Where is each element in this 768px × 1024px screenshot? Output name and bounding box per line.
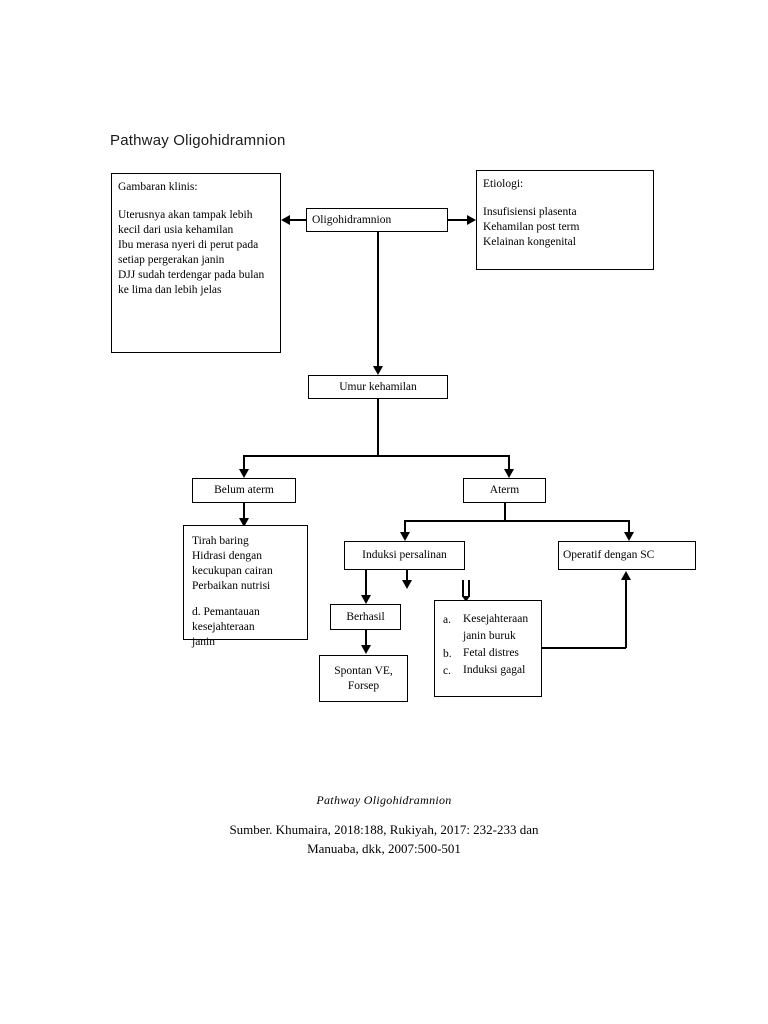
spacer: [192, 594, 303, 605]
connector-failure-to-operative-vertical: [625, 580, 627, 648]
etiology-box: Etiologi: Insufisiensi plasenta Kehamila…: [476, 170, 654, 270]
node-gestational-age: Umur kehamilan: [308, 375, 448, 399]
connector-branch-bar-age: [243, 455, 509, 457]
arrow-failure-to-operative: [621, 571, 631, 580]
failure-criteria-item-text-c: Induksi gagal: [463, 664, 526, 676]
failure-criteria-item-letter-a: a.: [443, 614, 451, 626]
root-node-oligohidramnion: Oligohidramnion: [306, 208, 448, 232]
arrow-root-to-clinical: [281, 215, 290, 225]
failure-criteria-box: a. Kesejahteraan x janin buruk b. Fetal …: [434, 600, 542, 697]
failure-criteria-item-continuation: x janin buruk: [443, 628, 537, 645]
failure-criteria-item: a. Kesejahteraan: [443, 611, 537, 628]
preterm-management-box: Tirah baring Hidrasi dengan kecukupan ca…: [183, 525, 308, 648]
preterm-management-line-2: Hidrasi dengan: [192, 550, 262, 562]
caption-source-line-1: Sumber. Khumaira, 2018:188, Rukiyah, 201…: [229, 822, 539, 837]
arrow-to-operative: [624, 532, 634, 541]
clinical-findings-box: Gambaran klinis: Uterusnya akan tampak l…: [111, 173, 281, 353]
failure-criteria-item: b. Fetal distres: [443, 645, 537, 662]
etiology-line-3: Kelainan kongenital: [483, 236, 576, 248]
preterm-management-line-3: kecukupan cairan: [192, 565, 273, 577]
node-operative: Operatif dengan SC: [558, 541, 696, 570]
preterm-management-line-1: Tirah baring: [192, 535, 249, 547]
clinical-findings-line-1: Uterusnya akan tampak lebih: [118, 209, 253, 221]
arrow-preterm-to-management: [239, 518, 249, 527]
connector-root-to-clinical: [290, 219, 306, 221]
preterm-management-item-text-1: Pemantauan: [203, 606, 260, 618]
node-term-label: Aterm: [489, 484, 520, 496]
arrow-to-preterm: [239, 469, 249, 478]
stub-connector-to-failure-list: [462, 580, 470, 597]
caption-title: Pathway Oligohidramnion: [316, 793, 452, 807]
clinical-findings-line-4: setiap pergerakan janin: [118, 254, 225, 266]
node-preterm-label: Belum aterm: [214, 484, 274, 496]
connector-preterm-to-management: [243, 503, 245, 520]
spacer: [118, 195, 275, 208]
connector-induction-to-success: [365, 570, 367, 595]
connector-branch-right-term: [628, 520, 630, 534]
arrow-to-induction: [400, 532, 410, 541]
node-term: Aterm: [463, 478, 546, 503]
preterm-management-item-line-3: janin: [192, 636, 215, 648]
preterm-management-item-label: d.: [192, 606, 201, 618]
connector-failure-to-operative-horizontal: [542, 647, 626, 649]
failure-criteria-item: c. Induksi gagal: [443, 662, 537, 679]
arrow-stub-to-failure-list: [462, 596, 470, 602]
etiology-line-1: Insufisiensi plasenta: [483, 206, 577, 218]
failure-criteria-item-letter-c: c.: [443, 665, 451, 677]
spacer: [483, 192, 648, 205]
connector-branch-bar-term: [404, 520, 629, 522]
connector-branch-left-age: [243, 455, 245, 471]
preterm-management-line-4: Perbaikan nutrisi: [192, 580, 271, 592]
arrow-root-to-etiology: [467, 215, 476, 225]
connector-gestational-age-down: [377, 399, 379, 456]
arrow-induction-to-failure: [402, 580, 412, 589]
node-success: Berhasil: [330, 604, 401, 630]
preterm-management-item-line-2: kesejahteraan: [192, 621, 255, 633]
etiology-heading: Etiologi:: [483, 178, 524, 190]
arrow-success-to-spontaneous: [361, 645, 371, 654]
caption-source-line-2: Manuaba, dkk, 2007:500-501: [307, 841, 461, 856]
connector-success-to-spontaneous: [365, 630, 367, 647]
node-induction-label: Induksi persalinan: [362, 549, 447, 561]
etiology-line-2: Kehamilan post term: [483, 221, 580, 233]
clinical-findings-line-3: Ibu merasa nyeri di perut pada: [118, 239, 259, 251]
root-node-label: Oligohidramnion: [312, 213, 392, 226]
node-gestational-age-label: Umur kehamilan: [339, 380, 417, 393]
arrow-root-to-gestational-age: [373, 366, 383, 375]
connector-term-down: [504, 503, 506, 521]
page-title: Pathway Oligohidramnion: [110, 132, 286, 149]
connector-induction-to-failure: [406, 570, 408, 582]
failure-criteria-item-text-a: Kesejahteraan: [463, 613, 529, 625]
node-spontaneous-line-2: Forsep: [347, 679, 380, 692]
arrow-induction-to-success: [361, 595, 371, 604]
clinical-findings-line-2: kecil dari usia kehamilan: [118, 224, 234, 236]
node-induction: Induksi persalinan: [344, 541, 465, 570]
node-preterm: Belum aterm: [192, 478, 296, 503]
preterm-management-item-line-1: d. Pemantauan: [192, 605, 303, 620]
failure-criteria-item-letter-b: b.: [443, 648, 452, 660]
node-spontaneous-delivery: Spontan VE, Forsep: [319, 655, 408, 702]
connector-branch-right-age: [508, 455, 510, 471]
failure-criteria-item-text-b: Fetal distres: [463, 647, 519, 659]
failure-criteria-item-text-a2: janin buruk: [463, 630, 516, 642]
clinical-findings-line-5: DJJ sudah terdengar pada bulan: [118, 269, 265, 281]
clinical-findings-line-6: ke lima dan lebih jelas: [118, 284, 222, 296]
node-spontaneous-line-1: Spontan VE,: [334, 664, 393, 677]
connector-root-to-etiology: [448, 219, 467, 221]
clinical-findings-heading: Gambaran klinis:: [118, 181, 198, 193]
node-success-label: Berhasil: [346, 610, 385, 623]
node-operative-label: Operatif dengan SC: [563, 549, 655, 561]
arrow-to-term: [504, 469, 514, 478]
connector-branch-left-term: [404, 520, 406, 534]
connector-root-to-gestational-age: [377, 232, 379, 366]
